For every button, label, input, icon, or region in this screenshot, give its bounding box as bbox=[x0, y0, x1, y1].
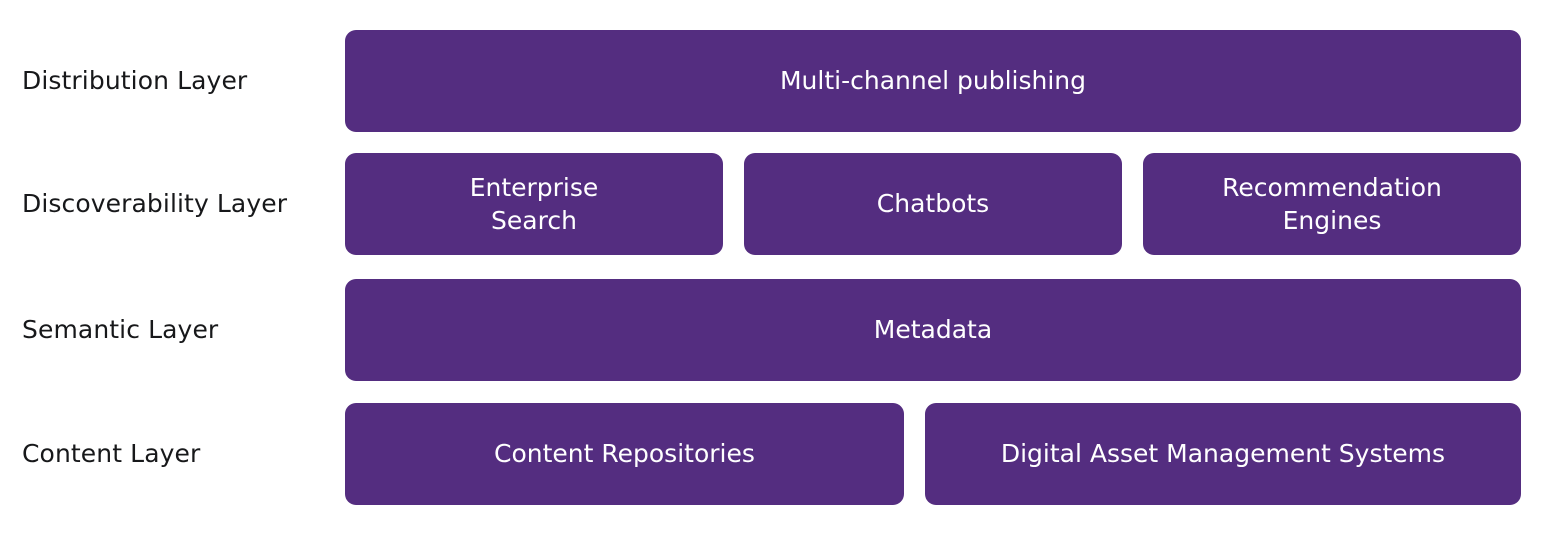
row-label-distribution: Distribution Layer bbox=[22, 65, 248, 95]
node-box-content-repositories[interactable]: Content Repositories bbox=[345, 403, 904, 505]
row-label-semantic: Semantic Layer bbox=[22, 314, 219, 344]
row-boxes-semantic: Metadata bbox=[345, 279, 1542, 381]
row-boxes-distribution: Multi-channel publishing bbox=[345, 30, 1542, 132]
node-box-metadata[interactable]: Metadata bbox=[345, 279, 1521, 381]
layer-row-distribution: Distribution Layer Multi-channel publish… bbox=[0, 30, 1542, 132]
node-box-chatbots[interactable]: Chatbots bbox=[744, 153, 1122, 255]
node-box-digital-asset-management-systems[interactable]: Digital Asset Management Systems bbox=[924, 403, 1521, 505]
row-boxes-content: Content Repositories Digital Asset Manag… bbox=[345, 403, 1542, 505]
row-boxes-discoverability: Enterprise Search Chatbots Recommendatio… bbox=[345, 153, 1542, 255]
node-box-recommendation-engines[interactable]: Recommendation Engines bbox=[1143, 153, 1521, 255]
node-box-multi-channel-publishing[interactable]: Multi-channel publishing bbox=[345, 30, 1521, 132]
row-label-content: Content Layer bbox=[22, 438, 201, 468]
layer-row-discoverability: Discoverability Layer Enterprise Search … bbox=[0, 153, 1542, 255]
layer-row-semantic: Semantic Layer Metadata bbox=[0, 279, 1542, 381]
row-label-discoverability: Discoverability Layer bbox=[22, 188, 288, 218]
node-box-enterprise-search[interactable]: Enterprise Search bbox=[345, 153, 723, 255]
layer-row-content: Content Layer Content Repositories Digit… bbox=[0, 403, 1542, 505]
